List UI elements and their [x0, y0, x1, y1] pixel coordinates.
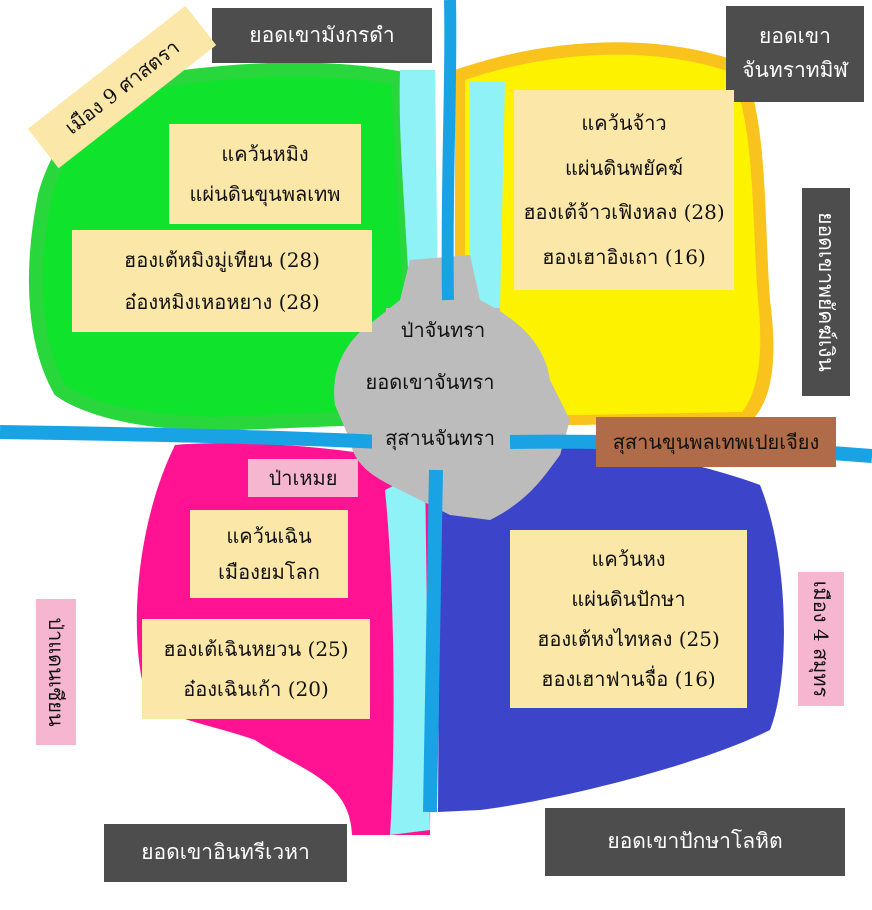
ming-ruler: อ๋องหมิงเหอหยาง (28) [124, 289, 320, 314]
jiao-title: แคว้นจ้าว [581, 111, 667, 136]
center-cemetery-label: สุสานจันทรา [372, 414, 508, 462]
ming-info-box: แคว้นหมิง แผ่นดินขุนพลเทพ [169, 124, 361, 224]
east-cemetery-label: สุสานขุนพลเทพเปยเจียง [596, 417, 836, 467]
chen-land: เมืองยมโลก [218, 560, 320, 585]
jiao-info-box: แคว้นจ้าว แผ่นดินพยัคฆ์ ฮองเต้จ้าวเฟิงหล… [514, 90, 734, 290]
city-four-seas-label: เมือง 4 สมุทร [798, 572, 844, 706]
center-peak-label: ยอดเขาจันทรา [352, 354, 508, 410]
hong-ruler: ฮองเฮาฟานจื่อ (16) [541, 667, 716, 691]
cyan-bank-northeast [470, 82, 505, 310]
chen-rulers-box: ฮองเต้เฉินหยวน (25) อ๋องเฉินเก้า (20) [142, 619, 370, 719]
ming-rulers-box: ฮองเต้หมิงมู่เทียน (28) อ๋องหมิงเหอหยาง … [72, 230, 372, 332]
mist-forest-label: ป่าเหมย [248, 459, 358, 497]
chen-ruler: ฮองเต้เฉินหยวน (25) [163, 636, 349, 661]
hong-ruler: ฮองเต้หงไทหลง (25) [537, 627, 720, 651]
river-vertical-south [423, 469, 443, 813]
hong-info-box: แคว้นหง แผ่นดินปักษา ฮองเต้หงไทหลง (25) … [510, 530, 747, 708]
peak-southeast-label: ยอดเขาปักษาโลหิต [545, 808, 845, 876]
hong-title: แคว้นหง [591, 547, 666, 571]
peak-northeast-label: ยอดเขา จันทราทมิฬ [726, 6, 864, 102]
cyan-bank-south [385, 470, 430, 835]
ming-title: แคว้นหมิง [221, 141, 309, 166]
west-forest-label: ป่าแดนเซียน [36, 599, 76, 745]
peak-southwest-label: ยอดเขาอินทรีเวหา [104, 824, 347, 882]
chen-ruler: อ๋องเฉินเก้า (20) [183, 677, 329, 702]
hong-land: แผ่นดินปักษา [571, 587, 686, 611]
jiao-ruler: ฮองเต้จ้าวเฟิงหลง (28) [523, 200, 725, 225]
peak-north-label: ยอดเขามังกรดำ [212, 8, 432, 63]
ming-ruler: ฮองเต้หมิงมู่เทียน (28) [124, 248, 320, 273]
peak-east-label: ยอดเขาพยัคฆ์เงิน [802, 188, 850, 396]
ming-land: แผ่นดินขุนพลเทพ [189, 182, 341, 207]
river-horizontal-west [0, 425, 381, 449]
chen-info-box: แคว้นเฉิน เมืองยมโลก [190, 510, 348, 598]
river-vertical-north [441, 0, 457, 301]
center-forest-label: ป่าจันทรา [386, 308, 500, 352]
chen-title: แคว้นเฉิน [226, 523, 312, 548]
jiao-land: แผ่นดินพยัคฆ์ [564, 155, 684, 180]
cyan-bank-north [399, 70, 438, 310]
jiao-ruler: ฮองเฮาอิงเถา (16) [542, 244, 706, 269]
